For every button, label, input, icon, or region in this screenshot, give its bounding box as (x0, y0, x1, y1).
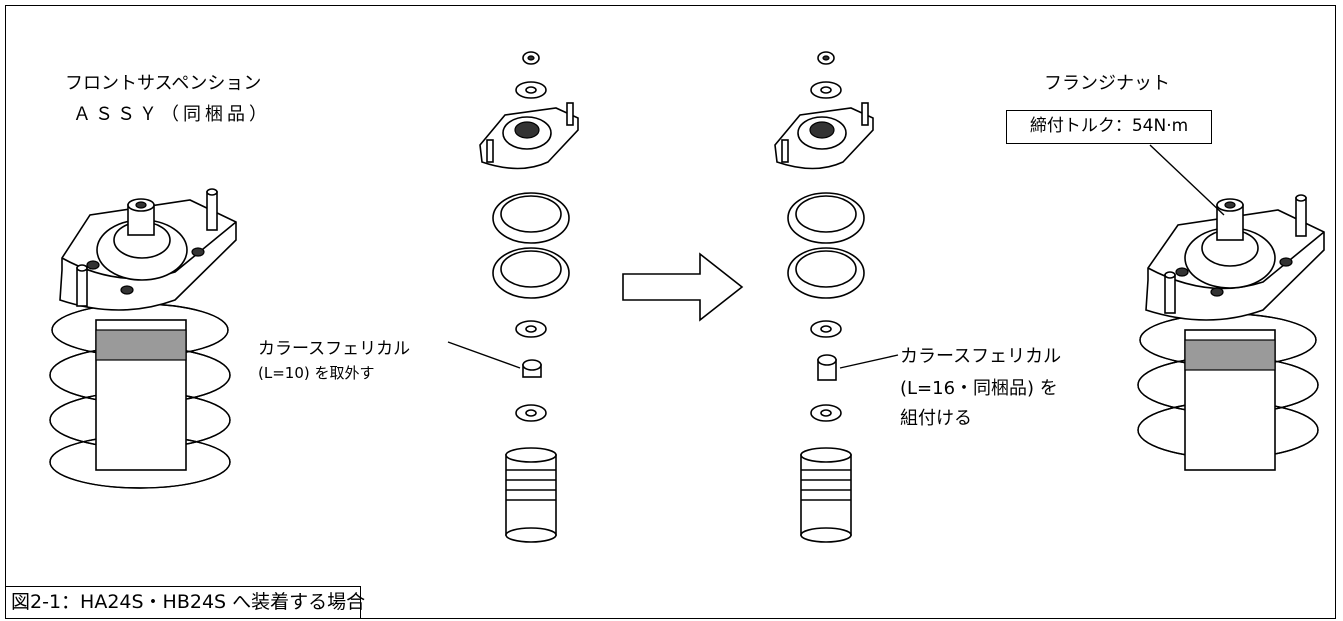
left-strut-assembly (49, 188, 237, 489)
assy-label-line1: フロントサスペンション (65, 73, 262, 94)
left-spring (49, 303, 231, 489)
exploded-parts-after (774, 51, 874, 543)
leader-install (839, 354, 899, 369)
flange-nut-label: フランジナット (1044, 73, 1170, 94)
install-label-line1: カラースフェリカル (900, 346, 1062, 367)
remove-label-line2: (L=10) を取外す (258, 364, 375, 382)
diagram-frame (5, 5, 1336, 619)
process-arrow (622, 252, 744, 322)
right-strut-assembly (1137, 194, 1325, 471)
exploded-parts-before (479, 51, 579, 543)
assy-label-line2: ＡＳＳＹ（同梱品） (73, 104, 271, 125)
figure-caption: 図2-1：HA24S・HB24S へ装着する場合 (5, 586, 365, 619)
remove-label-line1: カラースフェリカル (258, 339, 411, 359)
leader-torque (1149, 144, 1225, 216)
install-label-line3: 組付ける (900, 408, 972, 429)
torque-box: 締付トルク：54N·m (1006, 110, 1212, 144)
install-label-line2: (L=16・同梱品) を (900, 378, 1058, 399)
leader-remove (447, 341, 521, 369)
